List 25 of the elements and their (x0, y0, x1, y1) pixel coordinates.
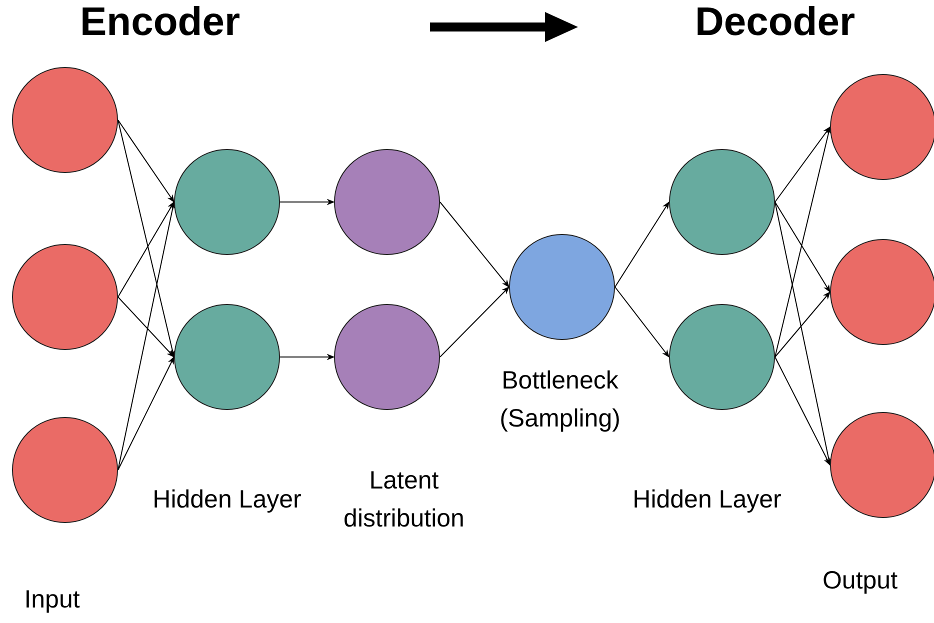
arrow (614, 286, 670, 358)
arrow (118, 296, 175, 358)
section-heading: Encoder (78, 0, 242, 46)
arrow (118, 201, 176, 470)
section-heading: Decoder (694, 0, 856, 46)
layer-label: Output (821, 565, 899, 596)
arrow (118, 201, 174, 298)
layer-label: Input (23, 584, 81, 616)
arrow (118, 356, 174, 470)
arrow (774, 126, 830, 202)
arrow (118, 120, 176, 358)
arrow (774, 291, 831, 358)
arrow (774, 356, 830, 466)
arrow (440, 202, 510, 288)
arrow (774, 202, 830, 293)
arrow (774, 126, 832, 358)
arrow (614, 201, 670, 288)
node-caption: Bottleneck (Sampling) (498, 366, 622, 434)
layer-label: Hidden Layer (632, 484, 782, 516)
layer-label: Hidden Layer (152, 484, 302, 516)
arrow (440, 286, 510, 358)
arrow (118, 120, 174, 203)
arrow (280, 354, 335, 360)
arrow (280, 198, 335, 206)
layer-label: Latent distribution (342, 466, 466, 534)
